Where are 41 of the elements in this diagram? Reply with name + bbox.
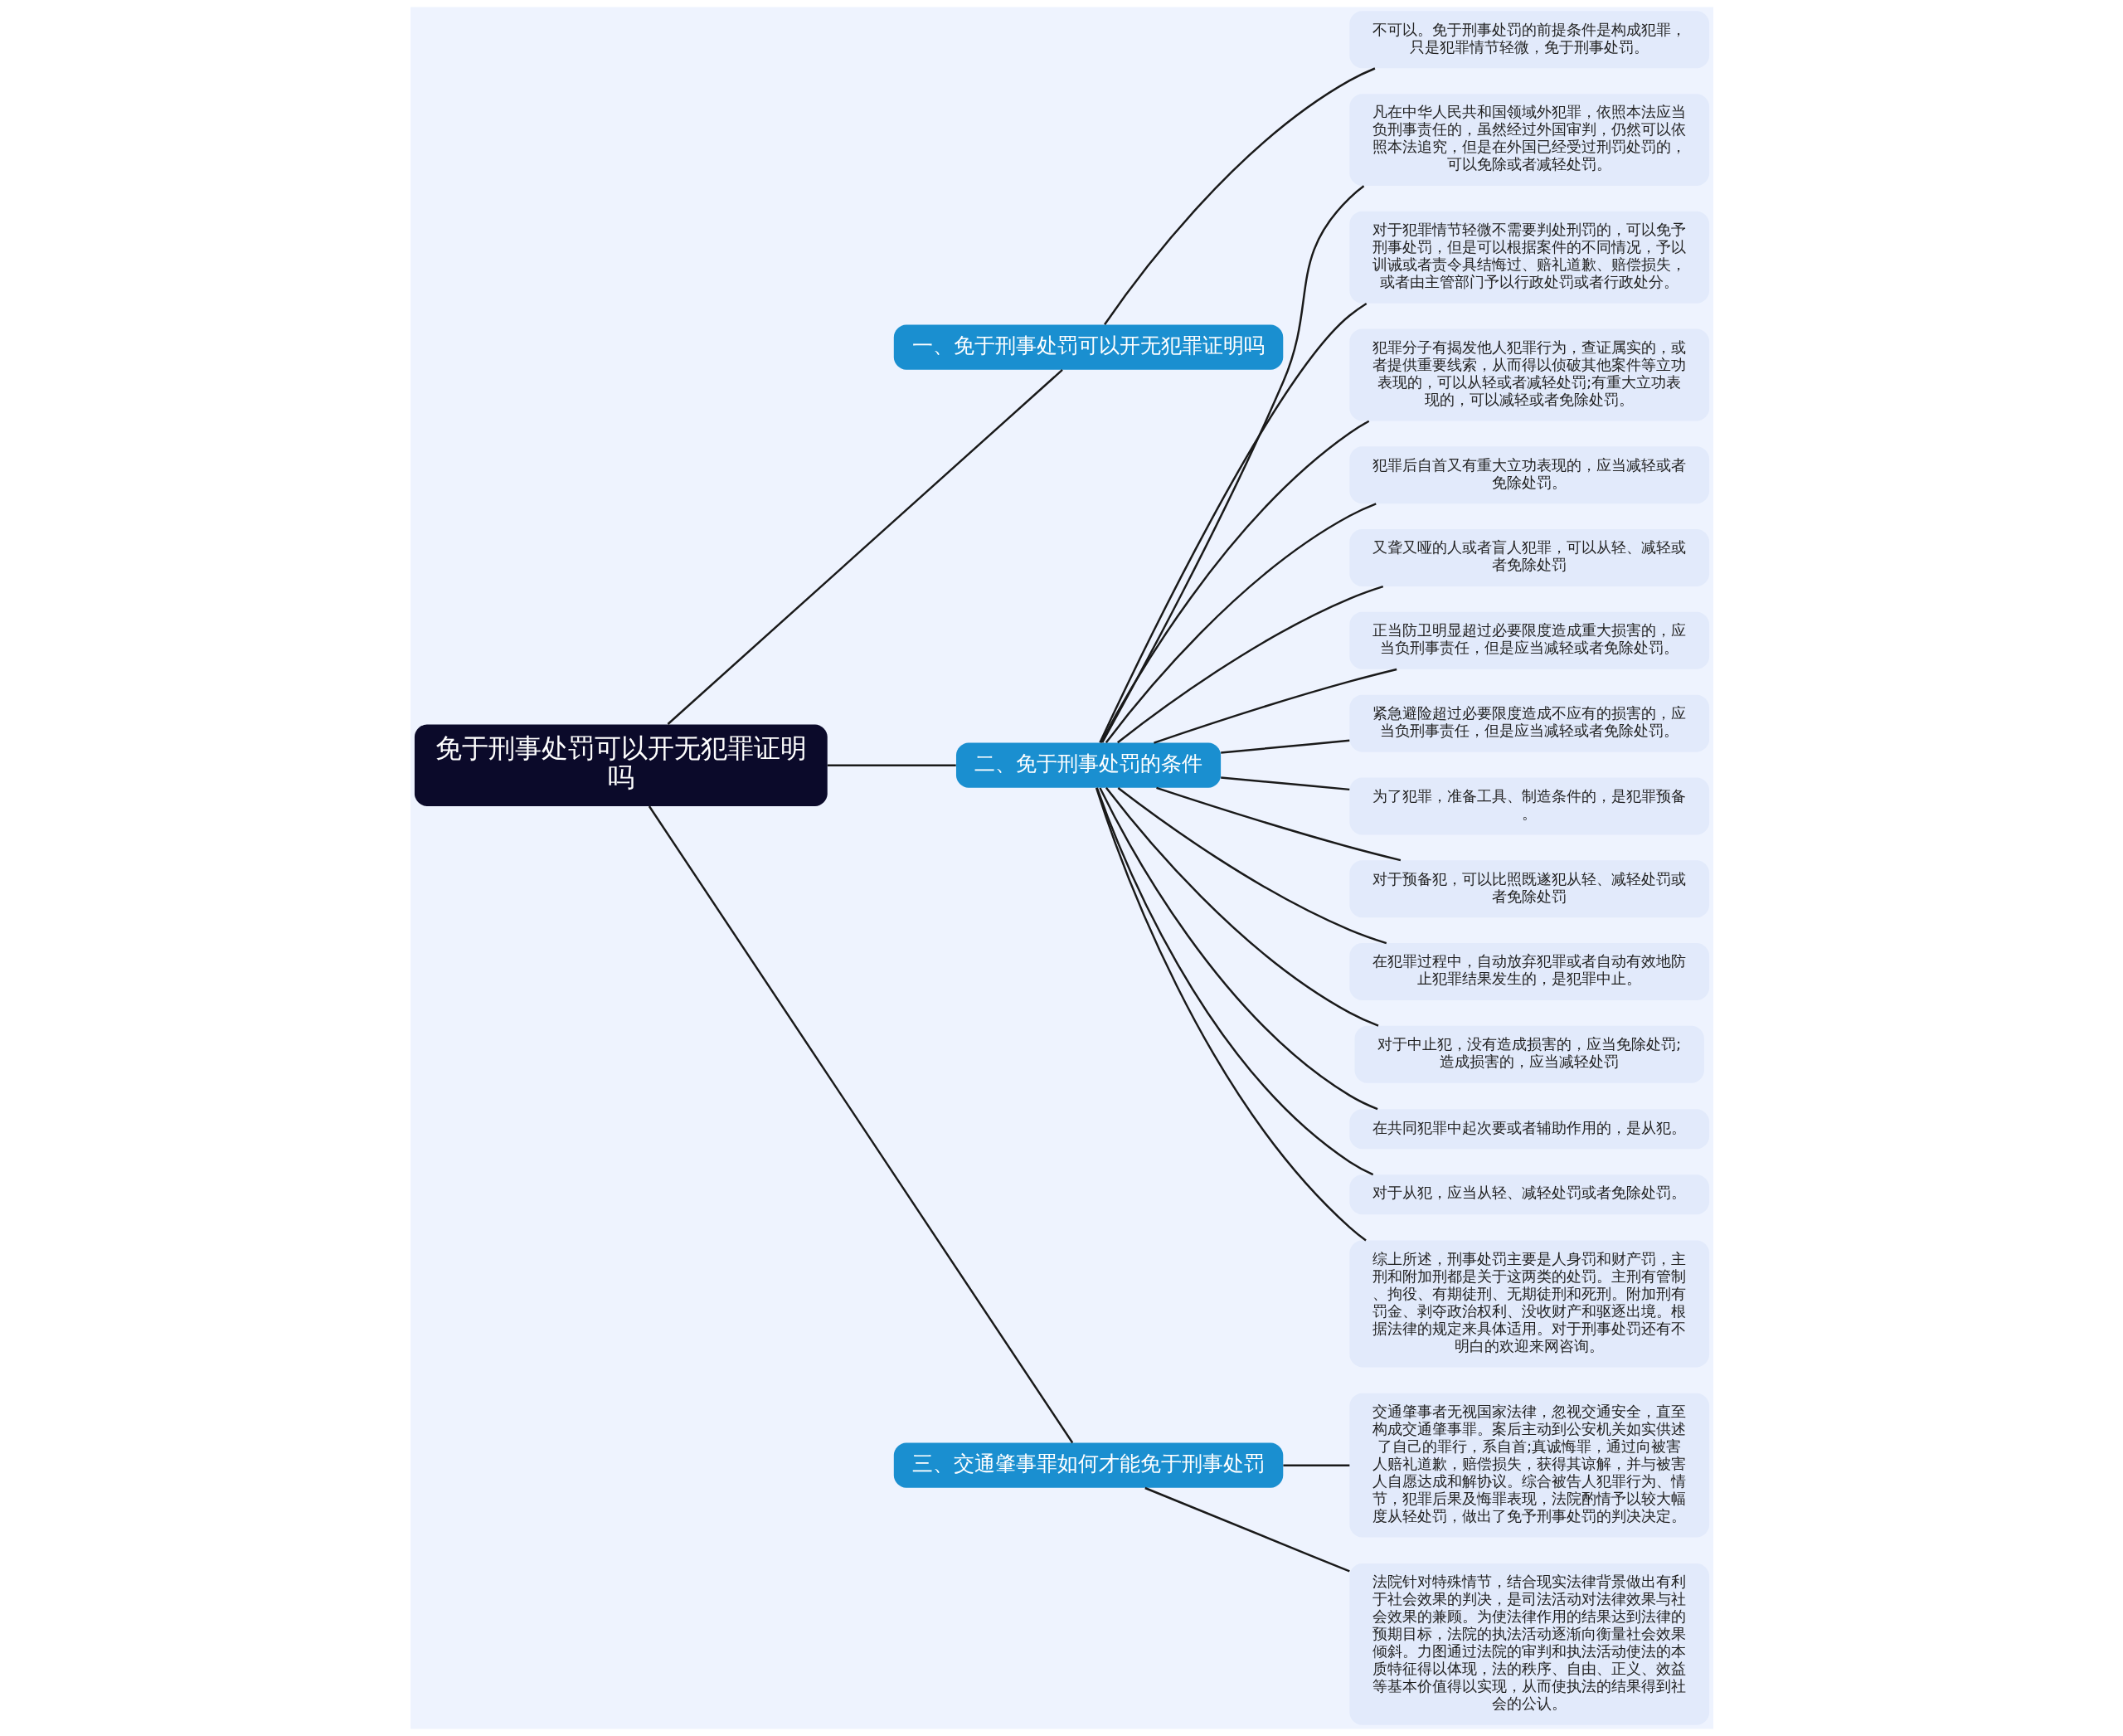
- connector: [1098, 787, 1378, 1111]
- node-box: 紧急避险超过必要限度造成不应有的损害的，应当负刑事责任，但是应当减轻或者免除处罚。: [1348, 694, 1709, 752]
- connector: [1220, 776, 1349, 791]
- connector: [1100, 420, 1369, 743]
- node-box: 免于刑事处罚可以开无犯罪证明吗: [414, 724, 828, 806]
- node-box: 犯罪后自首又有重大立功表现的，应当减轻或者免除处罚。: [1348, 446, 1709, 504]
- node-box: 犯罪分子有揭发他人犯罪行为，查证属实的，或者提供重要线索，从而得以侦破其他案件等立功表现的，可以从轻或者减轻处罚;有重大立功表现的，可以减轻或者免除处罚。: [1348, 328, 1709, 421]
- node-box: 正当防卫明显超过必要限度造成重大损害的，应当负刑事责任，但是应当减轻或者免除处罚。: [1348, 611, 1709, 669]
- connector: [1116, 585, 1383, 744]
- node-box: 交通肇事者无视国家法律，忽视交通安全，直至构成交通肇事罪。案后主动到公安机关如实供述了自己的罪行，系自首;真诚悔罪，通过向被害人赔礼道歉，赔偿损失，获得其谅解，并与被害人自愿达成和解协议。综合被告人犯罪行为、情节，犯罪后果及悔罪表现，法院酌情予以较大幅度从轻处罚，做出了免予刑事处罚的判决决定。: [1348, 1393, 1709, 1538]
- connector: [1105, 787, 1378, 1027]
- connector: [1117, 787, 1387, 945]
- connector: [1282, 1464, 1349, 1466]
- node-box: 不可以。免于刑事处罚的前提条件是构成犯罪，只是犯罪情节轻微，免于刑事处罚。: [1348, 11, 1709, 69]
- node-box: 对于犯罪情节轻微不需要判处刑罚的，可以免予刑事处罚，但是可以根据案件的不同情况，予以训诫或者责令具结悔过、赔礼道歉、赔偿损失，或者由主管部门予以行政处罚或者行政处分。: [1348, 211, 1709, 304]
- connector: [1098, 303, 1367, 743]
- connector: [1103, 67, 1375, 325]
- node-box: 综上所述，刑事处罚主要是人身罚和财产罚，主刑和附加刑都是关于这两类的处罚。主刑有管制、拘役、有期徒刑、无期徒刑和死刑。附加刑有罚金、剥夺政治权利、没收财产和驱逐出境。根据法律的规定来具体适用。对于刑事处罚还有不明白的欢迎来网咨询。: [1348, 1240, 1709, 1368]
- node-box: 法院针对特殊情节，结合现实法律背景做出有利于社会效果的判决，是司法活动对法律效果与社会效果的兼顾。为使法律作用的结果达到法律的预期目标，法院的执法活动逐渐向衡量社会效果倾斜。力图通过法院的审判和执法活动使法的本质特征得以体现，法的秩序、自由、正义、效益等基本价值得以实现，从而使执法的结果得到社会的公认。: [1348, 1563, 1709, 1725]
- node-box: 三、交通肇事罪如何才能免于刑事处罚: [893, 1442, 1283, 1488]
- node-box: 在共同犯罪中起次要或者辅助作用的，是从犯。: [1348, 1109, 1709, 1150]
- connector: [1095, 787, 1367, 1242]
- node-box: 在犯罪过程中，自动放弃犯罪或者自动有效地防止犯罪结果发生的，是犯罪中止。: [1348, 943, 1709, 1001]
- connector: [1105, 503, 1377, 743]
- node-box: 对于从犯，应当从轻、减轻处罚或者免除处罚。: [1348, 1174, 1709, 1215]
- connector: [1153, 668, 1397, 744]
- node-box: 二、免于刑事处罚的条件: [955, 742, 1221, 788]
- node-box: 为了犯罪，准备工具、制造条件的，是犯罪预备。: [1348, 777, 1709, 835]
- connector: [667, 368, 1063, 725]
- connector: [1144, 1486, 1350, 1573]
- connector: [1155, 786, 1401, 862]
- connector: [1220, 739, 1349, 754]
- connector: [827, 764, 956, 766]
- node-box: 凡在中华人民共和国领域外犯罪，依照本法应当负刑事责任的，虽然经过外国审判，仍然可以依照本法追究，但是在外国已经受过刑罚处罚的，可以免除或者减轻处罚。: [1348, 94, 1709, 187]
- connector: [1100, 185, 1364, 743]
- node-box: 对于预备犯，可以比照既遂犯从轻、减轻处罚或者免除处罚: [1348, 860, 1709, 918]
- node-box: 又聋又哑的人或者盲人犯罪，可以从轻、减轻或者免除处罚: [1348, 529, 1709, 587]
- connector: [1096, 787, 1373, 1176]
- node-box: 一、免于刑事处罚可以开无犯罪证明吗: [893, 324, 1283, 370]
- node-box: 对于中止犯，没有造成损害的，应当免除处罚;造成损害的，应当减轻处罚: [1354, 1025, 1704, 1083]
- connector: [648, 805, 1073, 1444]
